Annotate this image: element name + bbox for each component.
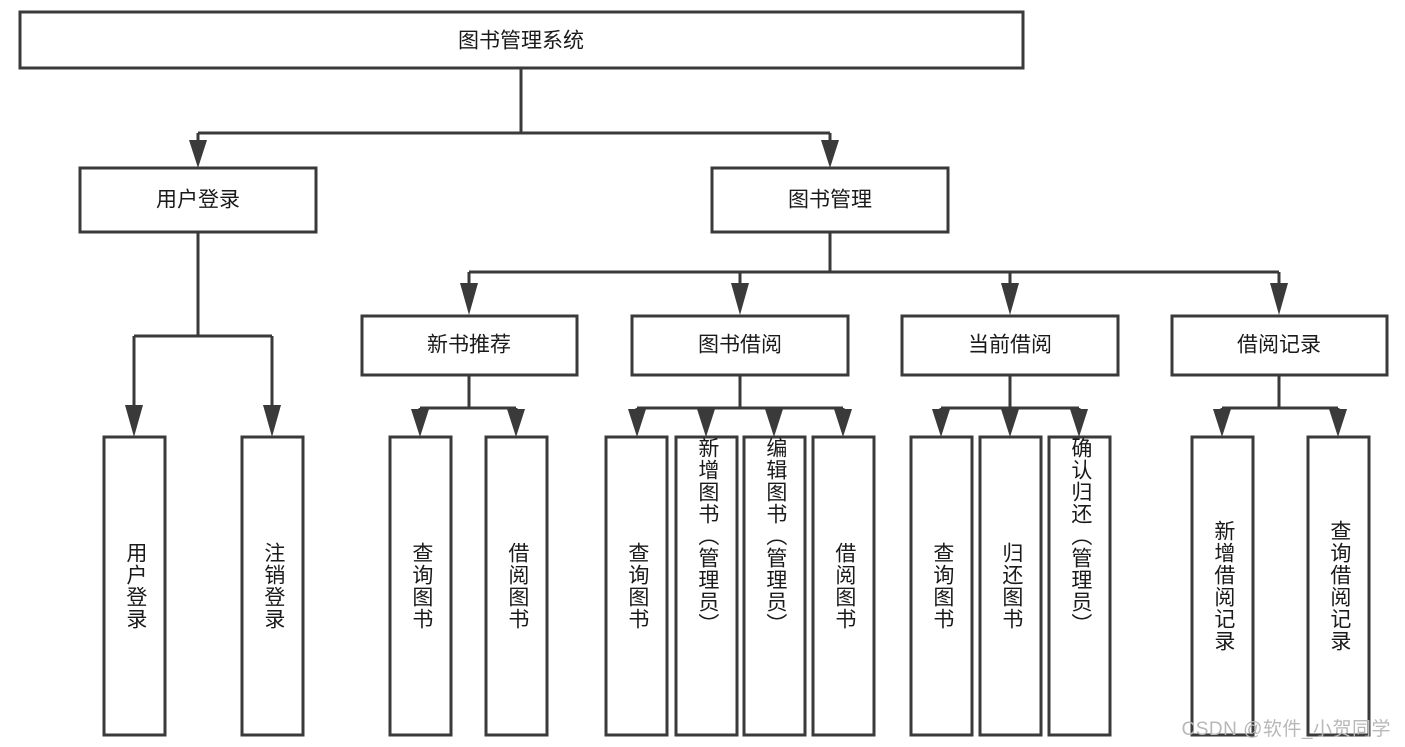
leaf-user-login[interactable] [102, 435, 167, 737]
leaf-br-add-record[interactable] [1190, 435, 1255, 737]
leaf-br-query-record[interactable] [1306, 435, 1371, 737]
leaf-rec-borrow-book[interactable] [484, 435, 549, 737]
node-borrow-record-label: 借阅记录 [1237, 334, 1321, 357]
leaf-bb-edit-book[interactable] [742, 435, 807, 737]
leaf-rec-query-book[interactable] [388, 435, 453, 737]
connector-newbook-to-leaves [411, 375, 525, 437]
node-borrow-record[interactable]: 借阅记录 [1170, 314, 1389, 377]
connector-userlogin-to-leaves [125, 232, 281, 437]
watermark-text: CSDN @软件_小贺同学 [1181, 719, 1391, 740]
node-root-label: 图书管理系统 [458, 30, 584, 53]
connector-root-to-level2 [189, 68, 839, 168]
node-user-login-label: 用户登录 [156, 189, 240, 212]
node-book-borrow-label: 图书借阅 [698, 334, 782, 357]
node-book-borrow[interactable]: 图书借阅 [630, 314, 850, 377]
node-book-manage-label: 图书管理 [788, 189, 872, 212]
leaf-cb-query-book[interactable] [909, 435, 974, 737]
node-book-manage[interactable]: 图书管理 [710, 166, 950, 234]
connector-bookborrow-to-leaves [628, 375, 852, 437]
leaf-bb-query-book[interactable] [604, 435, 669, 737]
connector-borrowrecord-to-leaves [1213, 375, 1347, 437]
node-root[interactable]: 图书管理系统 [18, 10, 1025, 70]
leaf-cb-confirm-return[interactable] [1047, 435, 1112, 737]
node-current-borrow[interactable]: 当前借阅 [900, 314, 1120, 377]
leaf-logout[interactable] [240, 435, 305, 737]
leaf-bb-add-book[interactable] [674, 435, 739, 737]
node-current-borrow-label: 当前借阅 [968, 334, 1052, 357]
leaf-cb-return-book[interactable] [978, 435, 1043, 737]
node-new-book-recommend[interactable]: 新书推荐 [360, 314, 579, 377]
leaf-bb-borrow-book[interactable] [811, 435, 876, 737]
node-user-login[interactable]: 用户登录 [78, 166, 318, 234]
connector-currentborrow-to-leaves [932, 375, 1088, 437]
node-new-book-recommend-label: 新书推荐 [427, 334, 511, 357]
connector-bookmanage-to-submodules [460, 232, 1288, 315]
